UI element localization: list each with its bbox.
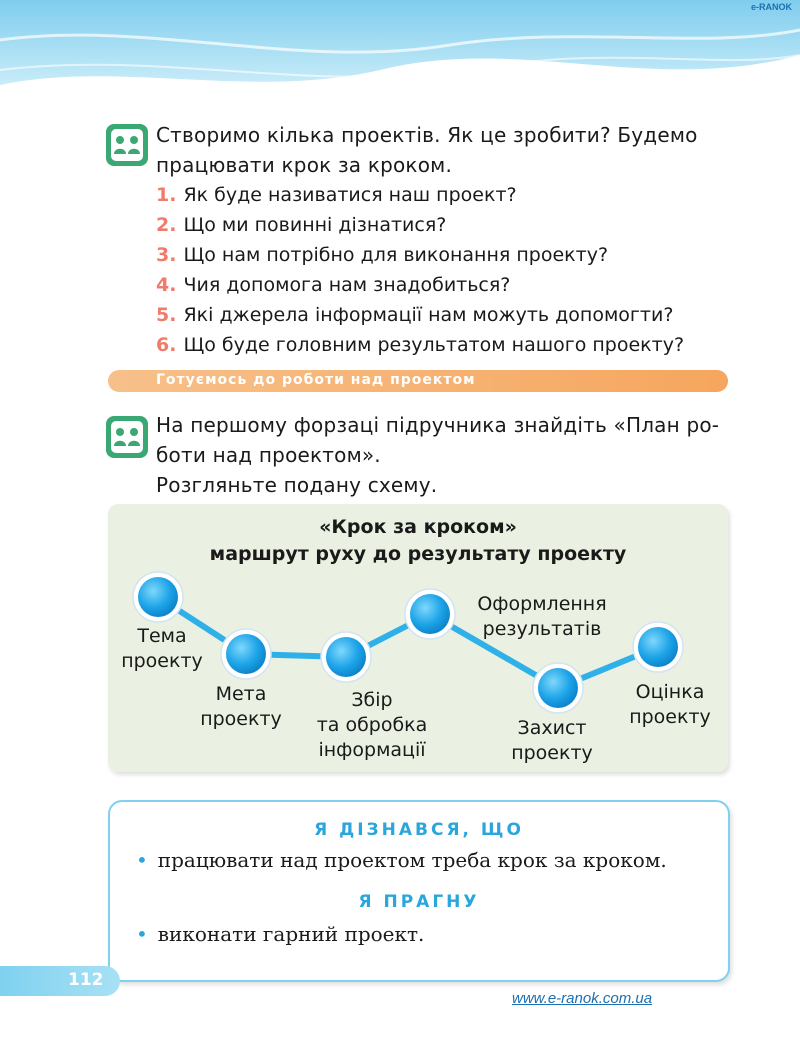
item-number: 1. — [156, 184, 177, 206]
item-text: Що ми повинні дізнатися? — [183, 214, 447, 236]
item-text: Які джерела інформації нам можуть допомо… — [183, 304, 674, 326]
route-scheme: «Крок за кроком» маршрут руху до результ… — [108, 504, 728, 772]
stage-label-line: Збір — [351, 689, 393, 711]
item-number: 6. — [156, 334, 177, 356]
item-number: 5. — [156, 304, 177, 326]
stage-label: Оформлення результатів — [477, 592, 606, 642]
route-path — [132, 571, 684, 714]
stage-label: Захист проекту — [511, 716, 593, 766]
stage-label-line: Мета — [215, 683, 267, 705]
stage-node — [220, 628, 272, 680]
item-text: Чия допомога нам знадобиться? — [183, 274, 511, 296]
header-waves — [0, 0, 800, 85]
group-work-icon — [106, 416, 148, 458]
summary-item-text: виконати гарний проект. — [157, 922, 425, 946]
list-item: 4. Чия допомога нам знадобиться? — [156, 270, 684, 300]
stage-label-line: проекту — [629, 706, 711, 728]
website-link[interactable]: www.e-ranok.com.ua — [512, 990, 653, 1007]
page-number-tab — [0, 966, 120, 996]
group-work-icon — [106, 124, 148, 166]
publisher-logo: e-RANOK — [750, 2, 792, 12]
list-item: 1. Як буде називатися наш проект? — [156, 180, 684, 210]
list-item: 5. Які джерела інформації нам можуть допо… — [156, 300, 684, 330]
scheme-subtitle: маршрут руху до результату проекту — [209, 543, 627, 565]
summary-item: • виконати гарний проект. — [136, 922, 424, 946]
stage-label-line: проекту — [121, 650, 203, 672]
stage-label-line: результатів — [482, 618, 602, 640]
summary-item-text: працювати над проектом треба крок за кро… — [157, 848, 667, 872]
task-line: боти над проектом». — [156, 443, 381, 467]
item-number: 4. — [156, 274, 177, 296]
stage-label: Тема проекту — [121, 624, 203, 674]
list-item: 3. Що нам потрібно для виконання проекту? — [156, 240, 684, 270]
item-text: Як буде називатися наш проект? — [183, 184, 517, 206]
item-number: 3. — [156, 244, 177, 266]
stage-node — [404, 588, 456, 640]
stage-node — [320, 631, 372, 683]
stage-label-line: інформації — [318, 739, 426, 761]
stage-node — [532, 662, 584, 714]
page-number: 112 — [68, 970, 104, 990]
summary-heading-learned: Я ДІЗНАВСЯ, ЩО — [314, 820, 524, 840]
summary-heading-aim: Я ПРАГНУ — [358, 892, 480, 912]
summary-item: • працювати над проектом треба крок за кр… — [136, 848, 667, 872]
item-number: 2. — [156, 214, 177, 236]
stage-label: Збір та обробка інформації — [317, 688, 428, 763]
stage-label: Мета проекту — [200, 682, 282, 732]
stage-label-line: Оцінка — [635, 681, 705, 703]
stage-label-line: Тема — [137, 625, 187, 647]
stage-node — [132, 571, 184, 623]
stage-label-line: Захист — [517, 717, 587, 739]
task-line: Розгляньте подану схему. — [156, 473, 438, 497]
questions-list: 1. Як буде називатися наш проект? 2. Що ми… — [156, 180, 684, 360]
stage-label: Оцінка проекту — [629, 680, 711, 730]
list-item: 2. Що ми повинні дізнатися? — [156, 210, 684, 240]
intro-text: Створимо кілька проектів. Як це зробити?… — [156, 123, 698, 177]
stage-node — [632, 621, 684, 673]
stage-label-line: проекту — [511, 742, 593, 764]
item-text: Що нам потрібно для виконання проекту? — [183, 244, 609, 266]
bullet-icon: • — [136, 922, 148, 946]
section-heading-bar: Готуємось до роботи над проектом — [108, 370, 728, 392]
section-heading: Готуємось до роботи над проектом — [156, 372, 476, 388]
task-text: На першому форзаці підручника знайдіть «… — [156, 410, 736, 500]
list-item: 6. Що буде головним результатом нашого пр… — [156, 330, 684, 360]
stage-label-line: проекту — [200, 708, 282, 730]
stage-label-line: Оформлення — [477, 593, 607, 615]
stage-label-line: та обробка — [316, 714, 428, 736]
bullet-icon: • — [136, 848, 148, 872]
summary-box: Я ДІЗНАВСЯ, ЩО • працювати над проектом т… — [108, 800, 730, 982]
scheme-title: «Крок за кроком» — [319, 516, 517, 538]
task-line: На першому форзаці підручника знайдіть «… — [156, 413, 720, 437]
item-text: Що буде головним результатом нашого прое… — [183, 334, 685, 356]
